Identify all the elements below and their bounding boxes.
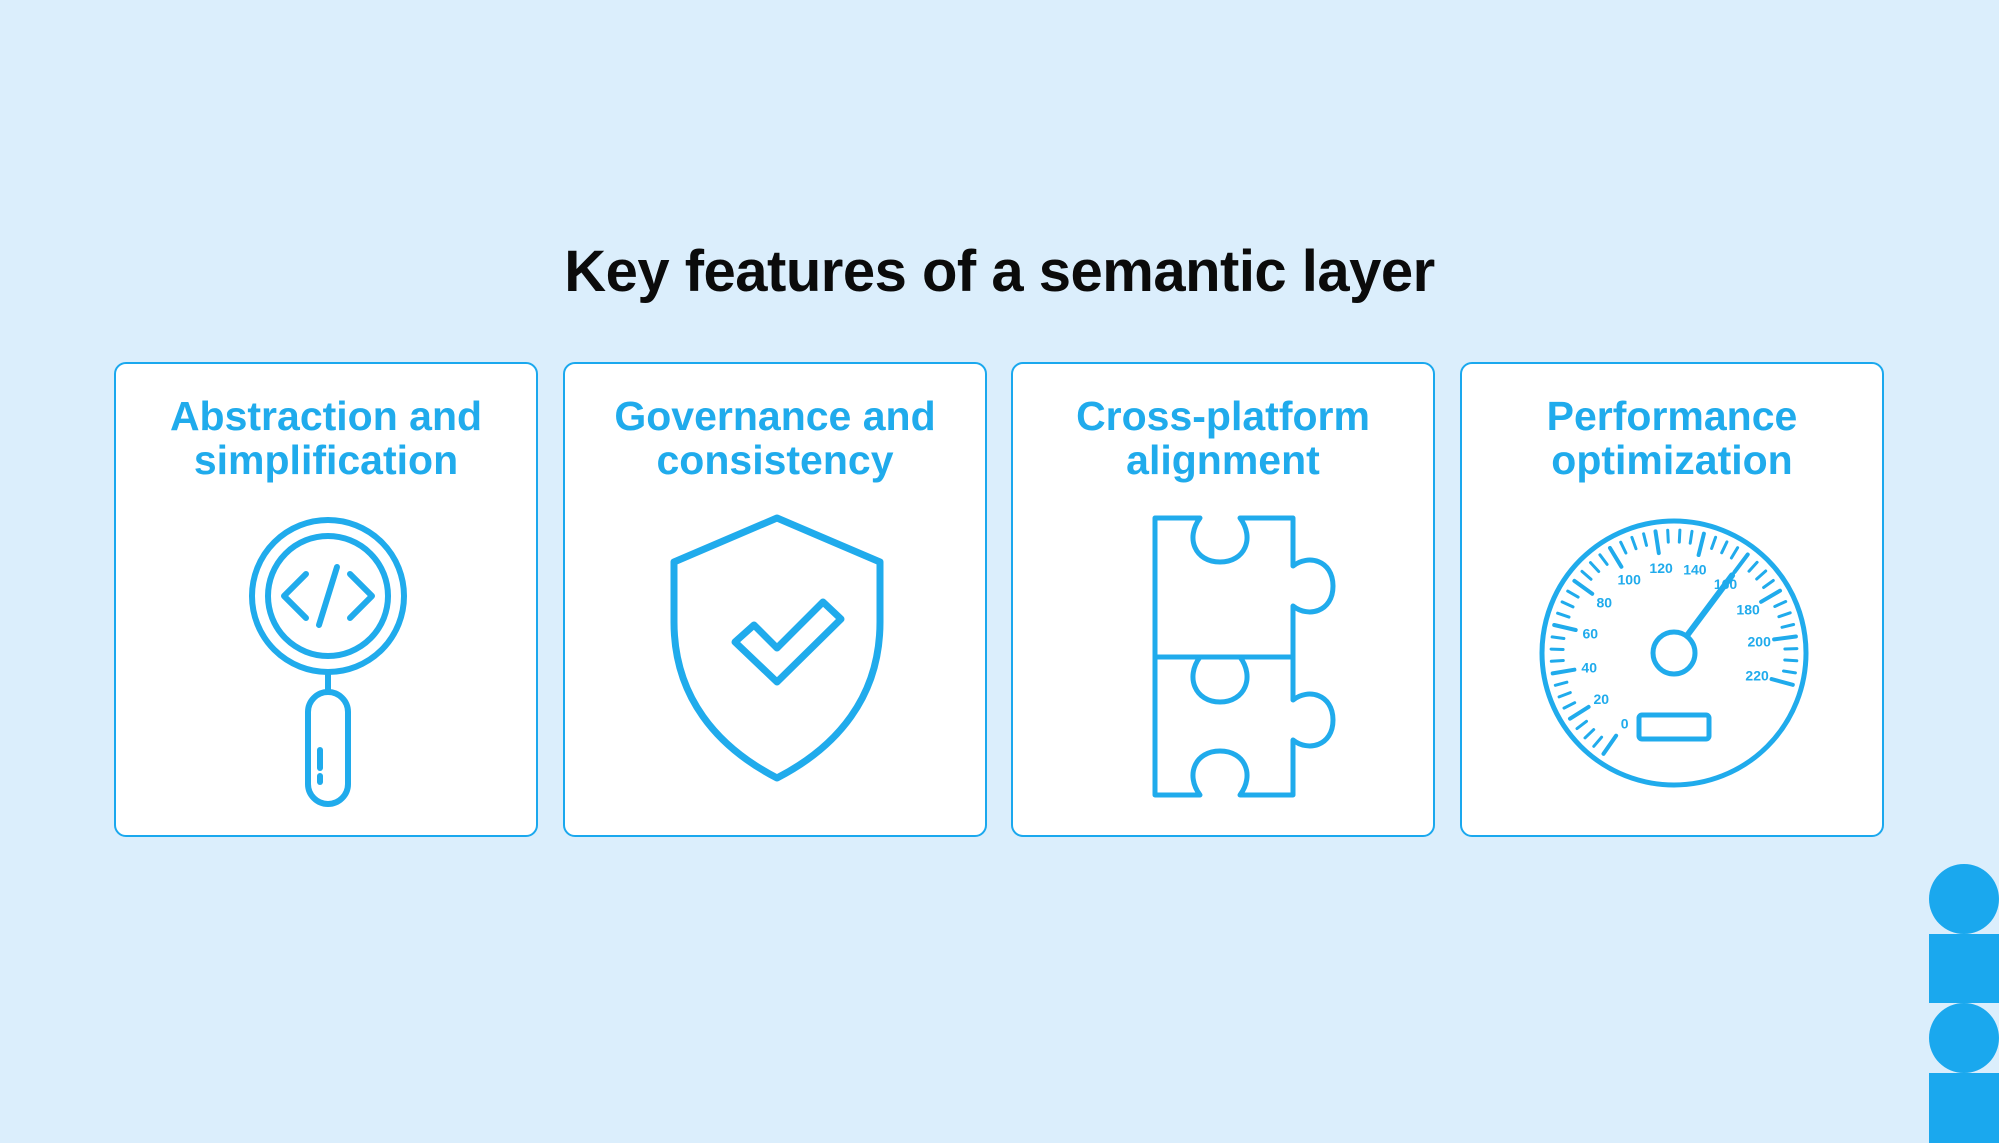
gauge-minor-tick bbox=[1642, 532, 1648, 547]
card-title: Abstraction and simplification bbox=[116, 394, 536, 482]
gauge-minor-tick bbox=[1773, 600, 1788, 608]
gauge-label: 60 bbox=[1583, 625, 1599, 641]
card-title: Performance optimization bbox=[1462, 394, 1882, 482]
gauge-major-tick bbox=[1601, 733, 1619, 756]
gauge-label: 180 bbox=[1736, 601, 1760, 617]
gauge-minor-tick bbox=[1583, 728, 1596, 740]
gauge-minor-tick bbox=[1575, 719, 1588, 731]
gauge-major-tick bbox=[1772, 634, 1798, 642]
gauge-label: 40 bbox=[1581, 659, 1597, 675]
gauge-minor-tick bbox=[1688, 529, 1694, 545]
gauge-label: 120 bbox=[1649, 560, 1673, 576]
gauge-major-tick bbox=[1550, 667, 1577, 676]
card-title-line2: alignment bbox=[1126, 437, 1320, 483]
gauge-minor-tick bbox=[1553, 680, 1569, 687]
gauge-major-tick bbox=[1759, 588, 1782, 604]
gauge-major-tick bbox=[1696, 531, 1706, 557]
gauge-minor-tick bbox=[1782, 669, 1797, 675]
gauge-minor-tick bbox=[1710, 535, 1718, 550]
card-title-line2: consistency bbox=[656, 437, 894, 483]
gauge-minor-tick bbox=[1780, 623, 1796, 629]
gauge-minor-tick bbox=[1560, 600, 1575, 609]
gauge-minor-tick bbox=[1549, 659, 1565, 663]
gauge-minor-tick bbox=[1592, 735, 1604, 748]
gauge-minor-tick bbox=[1729, 546, 1740, 560]
card-performance: Performance optimization 0 20 40 60 80 100 120… bbox=[1460, 362, 1884, 837]
gauge-minor-tick bbox=[1619, 540, 1628, 555]
gauge-label: 80 bbox=[1597, 595, 1613, 611]
gauge-major-tick bbox=[1552, 623, 1578, 632]
gauge-minor-tick bbox=[1589, 561, 1601, 573]
gauge-minor-tick bbox=[1566, 589, 1580, 599]
gauge-minor-tick bbox=[1550, 635, 1566, 640]
card-title-line2: simplification bbox=[193, 437, 459, 483]
gauge-major-tick bbox=[1653, 529, 1661, 556]
page-title: Key features of a semantic layer bbox=[564, 239, 1435, 304]
feature-cards: Abstraction and simplification bbox=[114, 362, 1886, 839]
gauge-minor-tick bbox=[1557, 691, 1572, 699]
gauge-label: 0 bbox=[1621, 715, 1629, 731]
gauge-major-tick bbox=[1608, 546, 1624, 569]
gauge-minor-tick bbox=[1598, 553, 1609, 566]
gauge-label: 20 bbox=[1594, 691, 1610, 707]
speedometer-icon: 020406080100120140160180200220 bbox=[1524, 512, 1824, 822]
gauge-label: 220 bbox=[1745, 667, 1769, 683]
gauge-minor-tick bbox=[1777, 611, 1792, 619]
gauge-major-tick bbox=[1732, 552, 1750, 575]
card-title-line1: Performance bbox=[1546, 393, 1798, 439]
gauge-minor-tick bbox=[1762, 579, 1775, 589]
gauge-hub bbox=[1650, 629, 1698, 677]
gauge-minor-tick bbox=[1580, 569, 1593, 581]
gauge-display bbox=[1636, 712, 1712, 742]
gauge-minor-tick bbox=[1666, 528, 1670, 544]
gauge-minor-tick bbox=[1556, 611, 1571, 619]
magnifier-code-icon bbox=[178, 512, 478, 822]
gauge-label: 100 bbox=[1618, 572, 1642, 588]
gauge-label: 140 bbox=[1683, 562, 1707, 578]
card-title: Governance and consistency bbox=[565, 394, 985, 482]
gauge-label: 200 bbox=[1748, 633, 1772, 649]
card-title-line2: optimization bbox=[1551, 437, 1793, 483]
card-title: Cross-platform alignment bbox=[1013, 394, 1433, 482]
card-title-line1: Cross-platform bbox=[1076, 393, 1370, 439]
gauge-minor-tick bbox=[1562, 701, 1577, 710]
card-governance: Governance and consistency bbox=[563, 362, 987, 837]
gauge-minor-tick bbox=[1755, 569, 1768, 581]
card-title-line1: Abstraction and bbox=[169, 393, 483, 439]
gauge-major-tick bbox=[1568, 704, 1591, 721]
gauge-minor-tick bbox=[1720, 540, 1729, 555]
card-title-line1: Governance and bbox=[614, 393, 936, 439]
puzzle-pieces-icon bbox=[1075, 512, 1375, 822]
gauge-major-tick bbox=[1572, 578, 1595, 596]
gauge-minor-tick bbox=[1783, 658, 1799, 663]
card-abstraction: Abstraction and simplification bbox=[114, 362, 538, 837]
gauge-minor-tick bbox=[1747, 560, 1759, 573]
gauge-major-tick bbox=[1769, 677, 1795, 687]
shield-check-icon bbox=[627, 512, 927, 822]
brand-shapes-icon bbox=[1929, 864, 1999, 1143]
gauge-minor-tick bbox=[1677, 528, 1682, 544]
card-cross-platform: Cross-platform alignment bbox=[1011, 362, 1435, 837]
gauge-minor-tick bbox=[1630, 535, 1638, 551]
